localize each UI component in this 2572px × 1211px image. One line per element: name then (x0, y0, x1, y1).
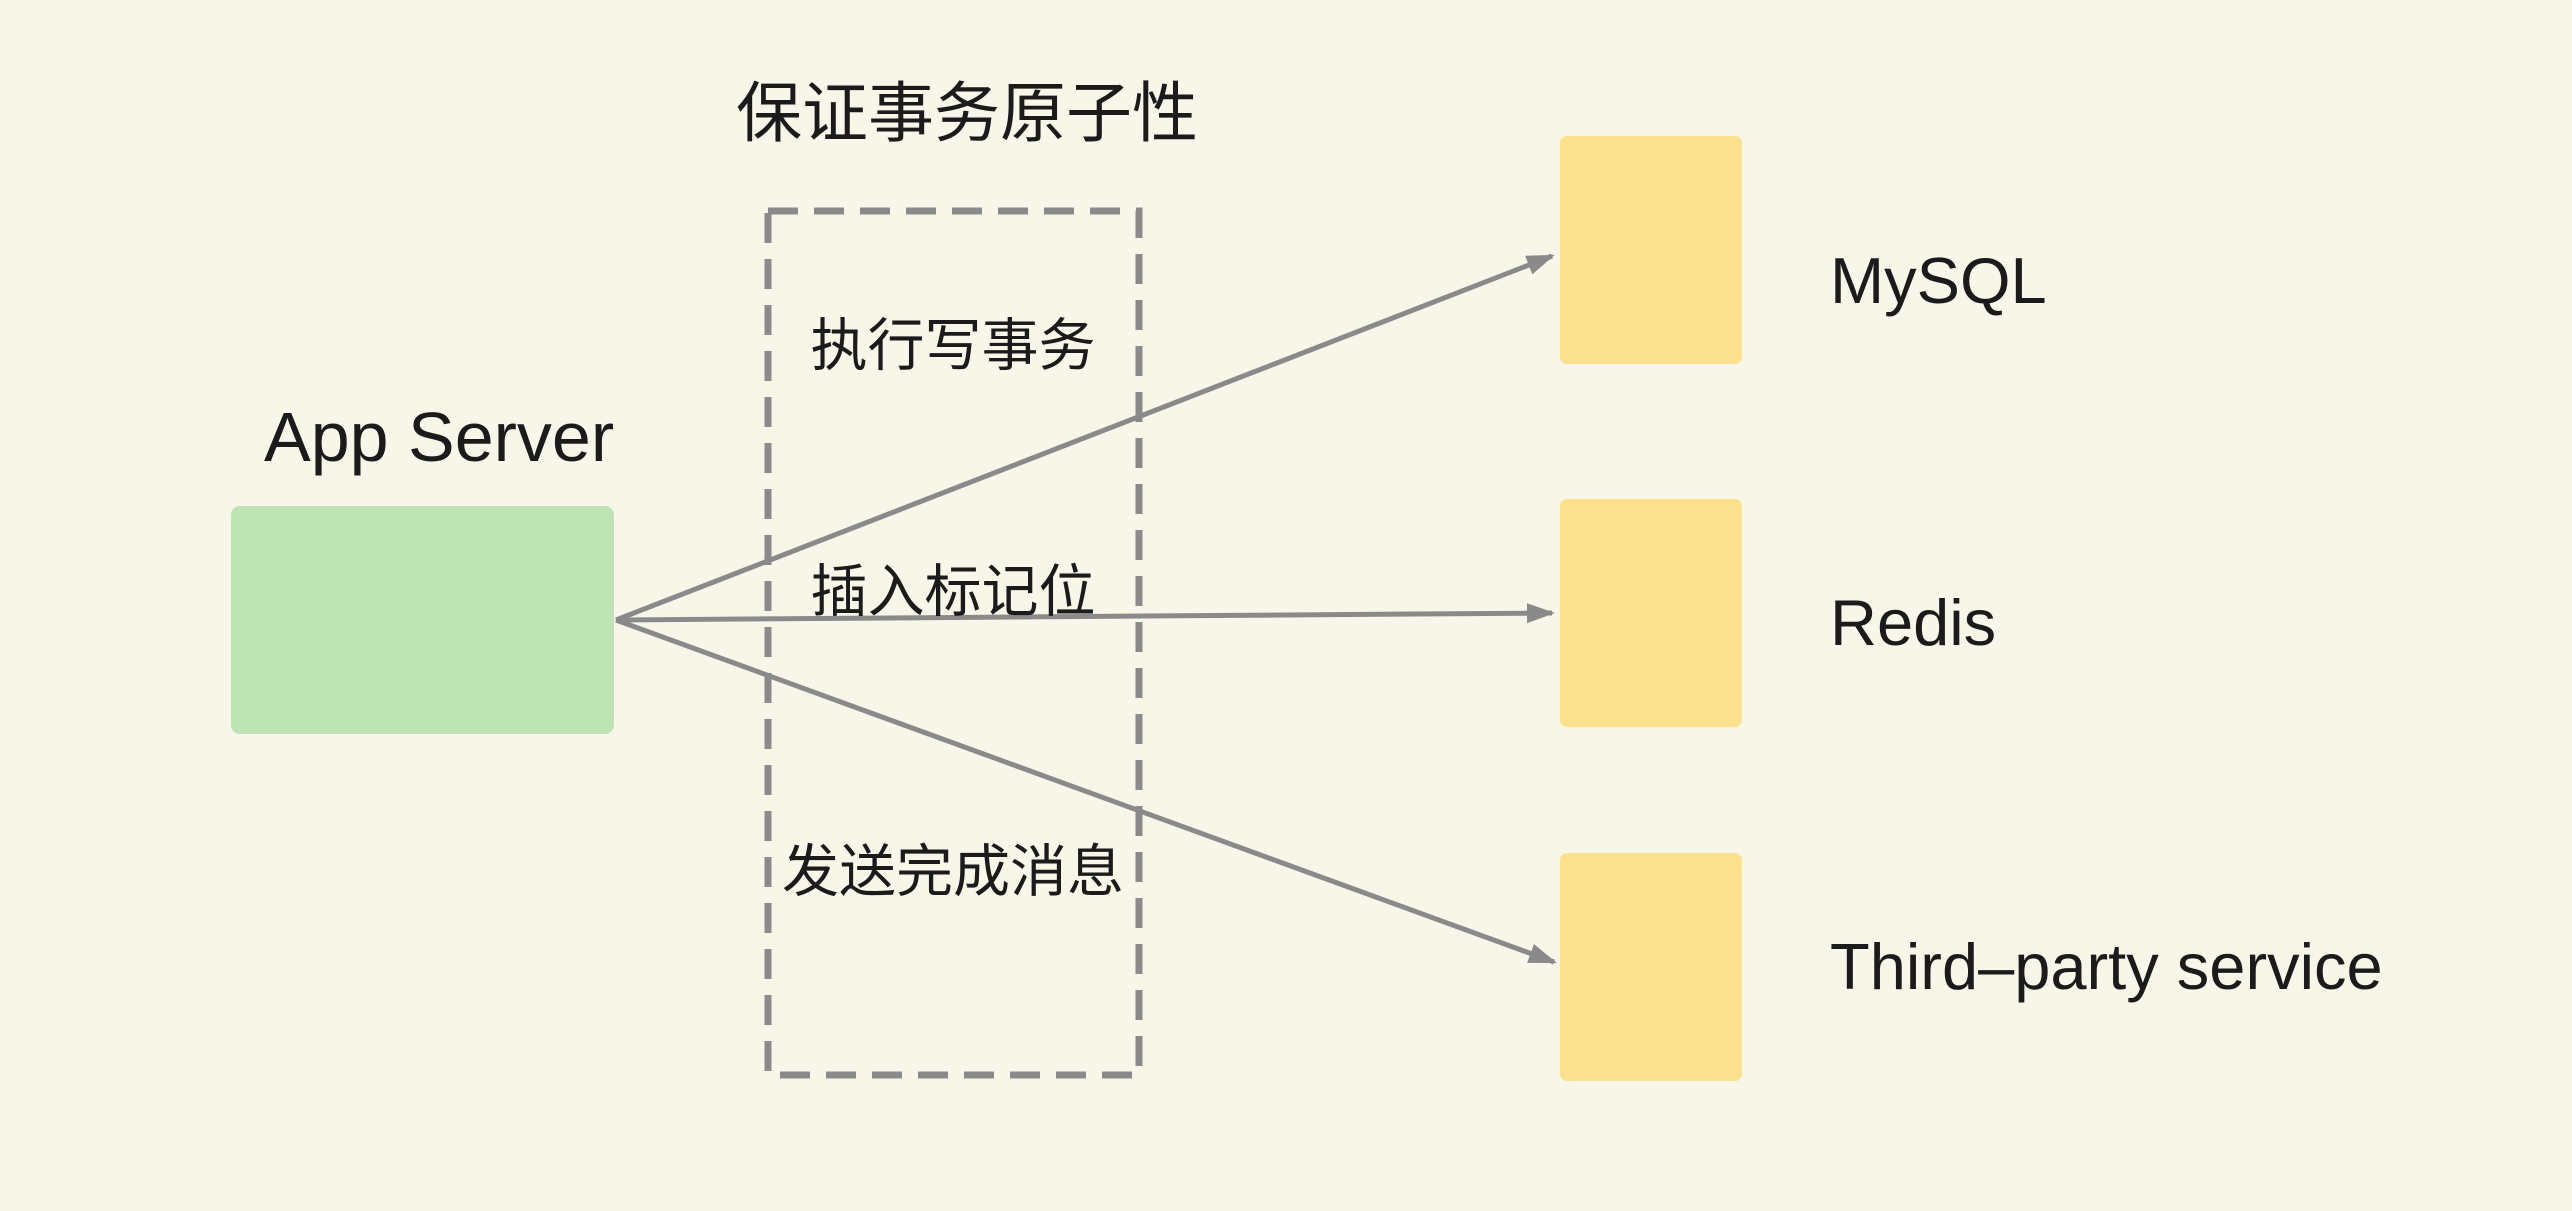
third-party-service-label: Third–party service (1830, 930, 2383, 1003)
redis-node (1560, 499, 1742, 727)
app-server-node (231, 506, 614, 734)
app-server-label: App Server (264, 398, 615, 476)
redis-label: Redis (1830, 586, 1997, 659)
mysql-label: MySQL (1830, 244, 2047, 317)
step-label-execute-write-transaction: 执行写事务 (810, 314, 1096, 378)
mysql-node (1560, 136, 1742, 364)
arrow-to-third-party (615, 617, 1557, 965)
third-party-service-node (1560, 853, 1742, 1081)
diagram-title: 保证事务原子性 (736, 76, 1198, 150)
step-label-insert-marker: 插入标记位 (810, 560, 1096, 624)
step-label-send-completion-message: 发送完成消息 (782, 840, 1124, 904)
